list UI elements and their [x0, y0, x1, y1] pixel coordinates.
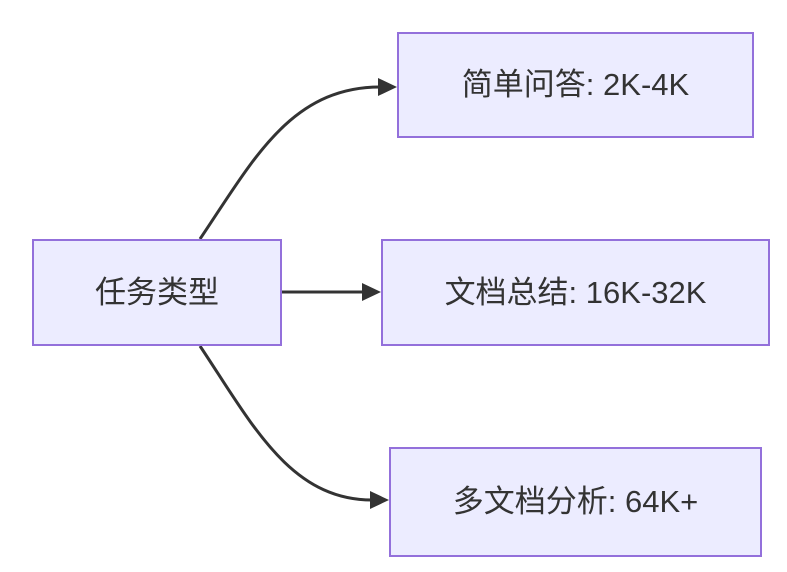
edge-root-to-qa	[198, 78, 397, 240]
node-simple-qa: 简单问答: 2K-4K	[397, 32, 754, 138]
node-doc-summary-label: 文档总结: 16K-32K	[444, 274, 707, 310]
arrowhead-icon	[378, 78, 397, 96]
edge-root-to-summary	[282, 283, 381, 301]
arrowhead-icon	[370, 491, 389, 509]
edge-root-to-multidoc	[198, 345, 389, 509]
edge-line	[198, 85, 381, 240]
arrowhead-icon	[362, 283, 381, 301]
node-task-type: 任务类型	[32, 239, 282, 346]
edge-line	[198, 345, 373, 502]
node-multidoc-analysis-label: 多文档分析: 64K+	[452, 484, 699, 520]
node-multidoc-analysis: 多文档分析: 64K+	[389, 447, 762, 557]
node-doc-summary: 文档总结: 16K-32K	[381, 239, 770, 346]
node-task-type-label: 任务类型	[95, 274, 219, 310]
node-simple-qa-label: 简单问答: 2K-4K	[461, 67, 690, 103]
